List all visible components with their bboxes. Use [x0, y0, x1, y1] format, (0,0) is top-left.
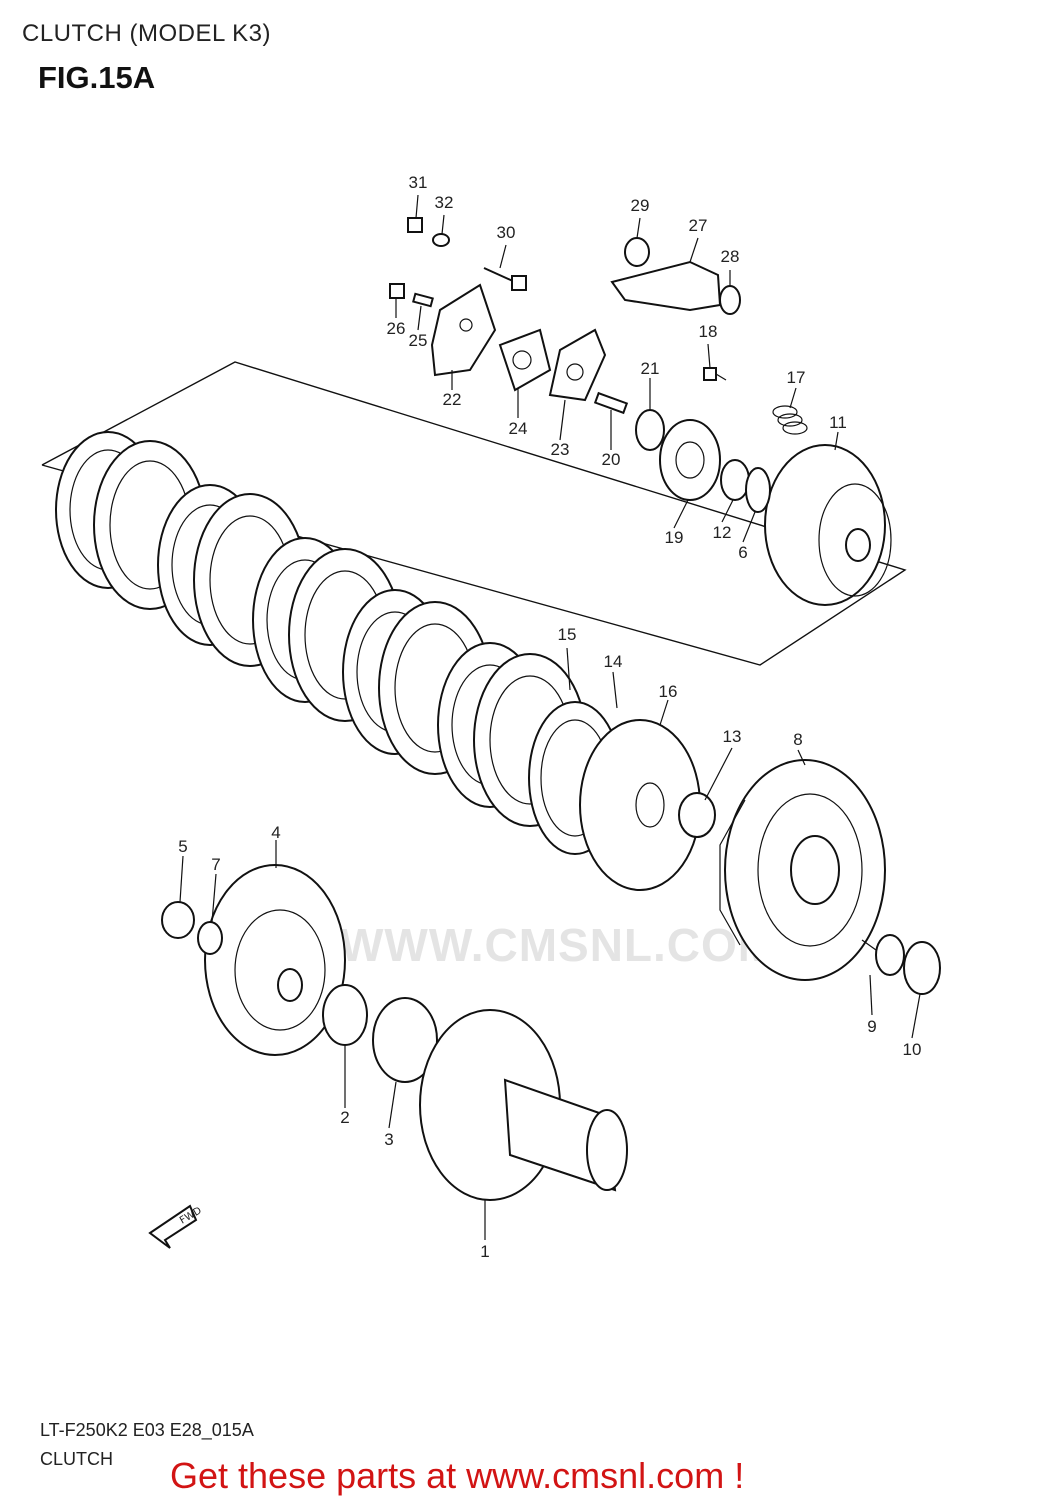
release-lever-27: [610, 260, 722, 312]
callout-19[interactable]: 19: [665, 528, 684, 547]
callout-23[interactable]: 23: [551, 440, 570, 459]
callout-12[interactable]: 12: [713, 523, 732, 542]
washer-10: [903, 941, 941, 995]
callout-4[interactable]: 4: [271, 823, 280, 842]
callout-20[interactable]: 20: [602, 450, 621, 469]
washer-6: [745, 467, 771, 513]
figure-title: FIG.15A: [38, 60, 156, 95]
seal-28: [719, 285, 741, 315]
centrifugal-clutch-4: [204, 864, 346, 1056]
spacer-2: [322, 984, 368, 1046]
bolt-18: [703, 367, 727, 381]
cta-link[interactable]: Get these parts at www.cmsnl.com !: [170, 1455, 745, 1496]
cam-plate-23: [548, 328, 607, 402]
clutch-plate-stack: [55, 431, 622, 855]
washer-32: [432, 233, 450, 247]
pin-20: [593, 391, 629, 415]
callout-31[interactable]: 31: [409, 173, 428, 192]
callout-27[interactable]: 27: [689, 216, 708, 235]
page-title: CLUTCH (MODEL K3): [22, 20, 271, 47]
callout-18[interactable]: 18: [699, 322, 718, 341]
callout-9[interactable]: 9: [867, 1017, 876, 1036]
clutch-sleeve-hub: [764, 444, 892, 606]
callout-2[interactable]: 2: [340, 1108, 349, 1127]
one-way-bearing-3: [372, 997, 438, 1083]
leader-lines: [179, 194, 921, 1240]
callout-7[interactable]: 7: [211, 855, 220, 874]
callout-17[interactable]: 17: [787, 368, 806, 387]
callout-28[interactable]: 28: [721, 247, 740, 266]
bolt-30: [483, 267, 527, 291]
ring-29: [624, 237, 650, 267]
plate-group-outline: [41, 361, 907, 666]
callout-30[interactable]: 30: [497, 223, 516, 242]
callout-13[interactable]: 13: [723, 727, 742, 746]
nut-26: [389, 283, 405, 299]
callout-3[interactable]: 3: [384, 1130, 393, 1149]
callout-6[interactable]: 6: [738, 543, 747, 562]
nut-5: [161, 901, 195, 939]
callout-labels: 31 32 30 29 27 28 26 25 18 21 17 22 24 2…: [178, 173, 921, 1261]
callout-25[interactable]: 25: [409, 331, 428, 350]
release-plate-19: [659, 419, 721, 501]
callout-14[interactable]: 14: [604, 652, 623, 671]
callout-21[interactable]: 21: [641, 359, 660, 378]
callout-29[interactable]: 29: [631, 196, 650, 215]
clutch-housing: [719, 759, 886, 981]
bearing-21: [635, 409, 665, 451]
model-code: LT-F250K2 E03 E28_015A: [40, 1420, 254, 1440]
callout-10[interactable]: 10: [903, 1040, 922, 1059]
stud-25: [412, 292, 434, 308]
spring-17: [772, 405, 808, 435]
washer-7: [197, 921, 223, 955]
callout-32[interactable]: 32: [435, 193, 454, 212]
plate-24: [498, 328, 552, 392]
callout-1[interactable]: 1: [480, 1242, 489, 1261]
callout-8[interactable]: 8: [793, 730, 802, 749]
callout-11[interactable]: 11: [829, 413, 847, 432]
callout-15[interactable]: 15: [558, 625, 577, 644]
nut-31: [407, 217, 423, 233]
callout-16[interactable]: 16: [659, 682, 678, 701]
spacer-9: [861, 934, 905, 976]
callout-22[interactable]: 22: [443, 390, 462, 409]
watermark: WWW.CMSNL.COM: [340, 919, 778, 971]
figure-caption: CLUTCH: [40, 1449, 114, 1469]
callout-24[interactable]: 24: [509, 419, 528, 438]
bearing-12: [720, 459, 750, 501]
callout-26[interactable]: 26: [387, 319, 406, 338]
washer-13: [678, 792, 716, 838]
bracket-22: [430, 283, 497, 377]
callout-5[interactable]: 5: [178, 837, 187, 856]
clutch-drum-1: [419, 1009, 628, 1201]
forward-arrow-icon: FWD: [148, 1204, 204, 1249]
